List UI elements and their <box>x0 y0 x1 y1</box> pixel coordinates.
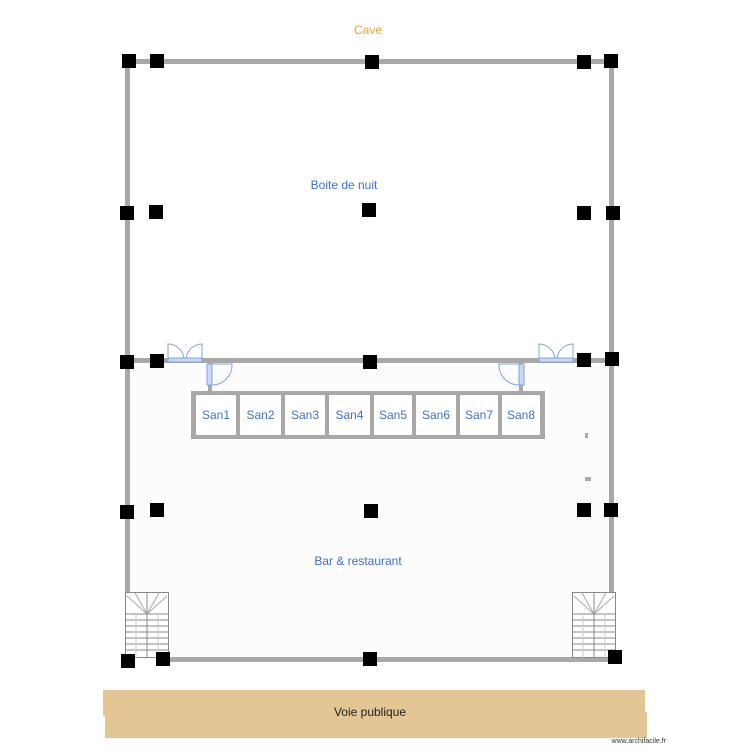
door-left-icon <box>206 363 233 386</box>
pillar <box>364 504 378 518</box>
pillar <box>150 354 164 368</box>
pillar <box>577 206 591 220</box>
pillar <box>120 505 134 519</box>
sanitary-8: San8 <box>502 395 540 435</box>
pillar <box>604 503 618 517</box>
sanitary-3: San3 <box>285 395 325 435</box>
sanitary-1: San1 <box>196 395 236 435</box>
road-label: Voie publique <box>333 705 407 719</box>
road <box>105 712 647 738</box>
sanitary-5: San5 <box>374 395 412 435</box>
pillar <box>363 652 377 666</box>
pillar <box>363 355 377 369</box>
sanitary-block: San1 San2 San3 San4 San5 San6 San7 San8 <box>191 391 545 439</box>
sanitary-4: San4 <box>329 395 370 435</box>
pillar <box>577 503 591 517</box>
door-right-icon <box>498 363 525 386</box>
double-door-right-icon <box>538 343 574 363</box>
pillar <box>150 503 164 517</box>
pillar <box>362 203 376 217</box>
staircase-right-icon <box>572 592 616 658</box>
pillar <box>150 54 164 68</box>
double-door-left-icon <box>167 343 203 363</box>
staircase-left-icon <box>125 592 169 658</box>
small-marker <box>585 433 588 438</box>
pillar <box>605 352 619 366</box>
pillar <box>120 355 134 369</box>
pillar <box>606 206 620 220</box>
cave-label: Cave <box>353 23 383 37</box>
bottom-wall <box>160 657 612 662</box>
small-marker <box>585 477 591 481</box>
pillar <box>577 55 591 69</box>
bar-label: Bar & restaurant <box>314 554 402 568</box>
road <box>103 690 645 716</box>
watermark: www.archifacile.fr <box>611 738 666 745</box>
sanitary-6: San6 <box>416 395 456 435</box>
pillar <box>577 353 591 367</box>
sanitary-2: San2 <box>240 395 281 435</box>
pillar <box>120 206 134 220</box>
pillar <box>122 54 136 68</box>
pillar <box>604 54 618 68</box>
pillar <box>608 650 622 664</box>
nightclub-label: Boite de nuit <box>310 178 378 192</box>
pillar <box>365 55 379 69</box>
pillar <box>156 652 170 666</box>
sanitary-7: San7 <box>460 395 498 435</box>
pillar <box>149 205 163 219</box>
pillar <box>121 654 135 668</box>
